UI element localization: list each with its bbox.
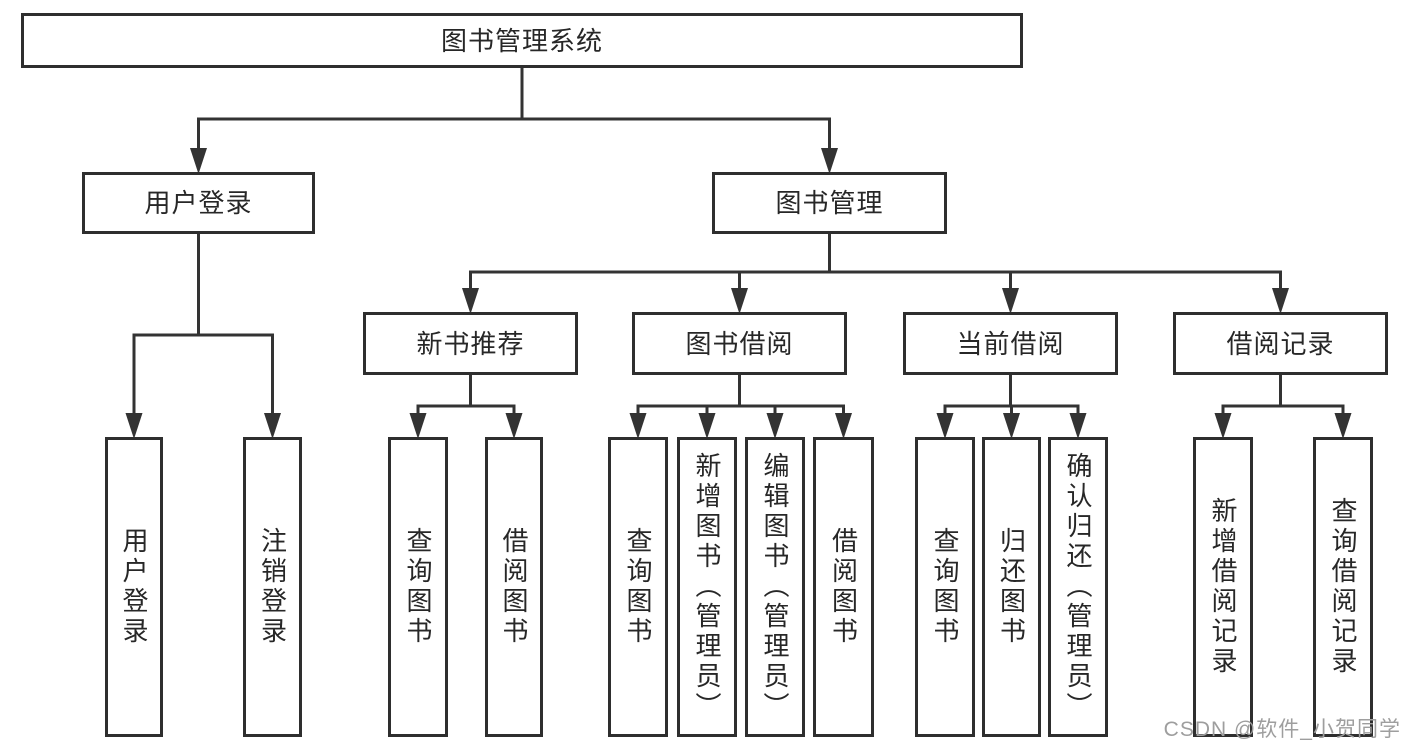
arrowhead-icon bbox=[1334, 413, 1352, 439]
node-label: 查询图书 bbox=[930, 527, 960, 647]
node-label: 新书推荐 bbox=[416, 328, 525, 359]
node-bb-edit-book: 编辑图书（管理员） bbox=[745, 437, 805, 737]
arrowhead-icon bbox=[835, 413, 852, 439]
node-label: 新增借阅记录 bbox=[1208, 497, 1238, 677]
node-cb-confirm-return: 确认归还（管理员） bbox=[1048, 437, 1108, 737]
node-label: 注销登录 bbox=[257, 527, 288, 647]
arrowhead-icon bbox=[1214, 413, 1232, 439]
node-bb-borrow-book: 借阅图书 bbox=[813, 437, 874, 737]
node-current-borrow: 当前借阅 bbox=[903, 312, 1118, 375]
node-borrow-records: 借阅记录 bbox=[1173, 312, 1388, 375]
node-br-query-record: 查询借阅记录 bbox=[1313, 437, 1373, 737]
arrowhead-icon bbox=[936, 413, 954, 439]
node-label: 归还图书 bbox=[996, 527, 1027, 647]
node-cb-query-book: 查询图书 bbox=[915, 437, 975, 737]
arrowhead-icon bbox=[629, 413, 647, 439]
node-label: 借阅图书 bbox=[828, 527, 859, 647]
node-label: 用户登录 bbox=[119, 527, 149, 647]
arrowhead-icon bbox=[264, 413, 281, 439]
node-logout-op: 注销登录 bbox=[243, 437, 302, 737]
arrowhead-icon bbox=[125, 413, 143, 439]
watermark: CSDN @软件_小贺同学 bbox=[1163, 718, 1401, 741]
node-nbr-borrow-book: 借阅图书 bbox=[485, 437, 543, 737]
arrowhead-icon bbox=[505, 413, 523, 439]
node-label: 用户登录 bbox=[144, 188, 253, 218]
arrowhead-icon bbox=[698, 413, 716, 439]
node-system: 图书管理系统 bbox=[21, 13, 1023, 68]
node-label: 编辑图书（管理员） bbox=[760, 452, 790, 722]
arrowhead-icon bbox=[766, 413, 784, 439]
arrowhead-icon bbox=[1002, 288, 1019, 314]
arrowhead-icon bbox=[1003, 413, 1020, 439]
node-new-book-rec: 新书推荐 bbox=[363, 312, 578, 375]
node-label: 图书管理系统 bbox=[440, 25, 603, 56]
node-label: 图书借阅 bbox=[685, 328, 794, 359]
node-label: 查询图书 bbox=[623, 527, 653, 647]
node-label: 查询借阅记录 bbox=[1328, 497, 1358, 677]
node-user-login-op: 用户登录 bbox=[105, 437, 163, 737]
node-cb-return-book: 归还图书 bbox=[982, 437, 1041, 737]
node-label: 查询图书 bbox=[403, 527, 433, 647]
arrowhead-icon bbox=[190, 148, 207, 174]
node-br-add-record: 新增借阅记录 bbox=[1193, 437, 1253, 737]
arrowhead-icon bbox=[409, 413, 427, 439]
node-label: 确认归还（管理员） bbox=[1063, 452, 1093, 722]
node-label: 借阅图书 bbox=[499, 527, 529, 647]
node-user-login: 用户登录 bbox=[82, 172, 315, 234]
arrowhead-icon bbox=[731, 288, 748, 314]
node-bb-query-book: 查询图书 bbox=[608, 437, 668, 737]
arrowhead-icon bbox=[1069, 413, 1087, 439]
node-nbr-query-book: 查询图书 bbox=[388, 437, 448, 737]
arrowhead-icon bbox=[821, 148, 838, 174]
arrowhead-icon bbox=[462, 288, 479, 314]
node-book-mgmt: 图书管理 bbox=[712, 172, 947, 234]
node-label: 新增图书（管理员） bbox=[692, 452, 722, 722]
node-label: 借阅记录 bbox=[1226, 328, 1335, 359]
node-book-borrow: 图书借阅 bbox=[632, 312, 847, 375]
node-bb-add-book: 新增图书（管理员） bbox=[677, 437, 737, 737]
arrowhead-icon bbox=[1272, 288, 1289, 314]
node-label: 图书管理 bbox=[775, 188, 884, 218]
node-label: 当前借阅 bbox=[956, 328, 1065, 359]
